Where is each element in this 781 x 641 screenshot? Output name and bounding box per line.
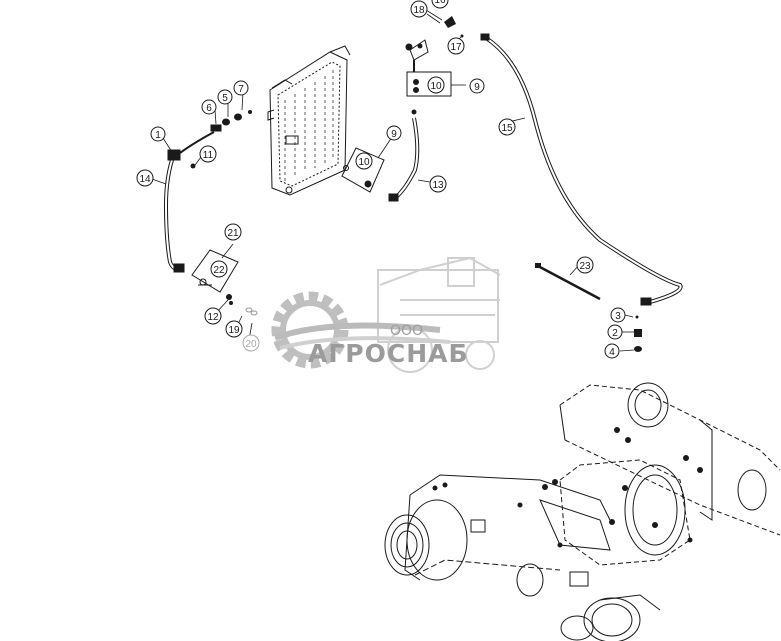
bracket-10-upper [406, 71, 452, 97]
callout-4: 4 [609, 347, 615, 358]
tie-strap-23 [535, 263, 601, 301]
callout-6: 6 [206, 103, 212, 114]
callout-circle [150, 126, 166, 142]
bracket-21 [191, 249, 239, 293]
callout-14: 14 [139, 174, 151, 185]
callout-10-upper: 10 [430, 81, 442, 92]
axle-assembly [384, 382, 781, 641]
callout-3: 3 [615, 311, 621, 322]
callout-12: 12 [207, 312, 219, 323]
callout-10-lower: 10 [358, 157, 370, 168]
watermark-prefix: ООО [390, 323, 423, 339]
callout-7: 7 [238, 84, 244, 95]
callouts: 1 2 3 4 5 6 7 9 9 10 10 11 12 [136, 0, 626, 359]
callout-1: 1 [155, 130, 161, 141]
callout-23: 23 [579, 261, 591, 272]
callout-15: 15 [501, 123, 513, 134]
callout-19: 19 [228, 325, 240, 336]
hose-13 [388, 39, 429, 202]
watermark-name: АГРОСНАБ [308, 339, 469, 368]
radiator [267, 45, 351, 196]
fittings-16-17-18 [444, 16, 464, 38]
callout-21: 21 [227, 228, 239, 239]
callout-5: 5 [222, 93, 228, 104]
fittings-2-3-4 [634, 315, 642, 352]
callout-9-upper: 9 [474, 82, 480, 93]
fittings-5-6-7 [210, 110, 252, 132]
callout-9-lower: 9 [391, 129, 397, 140]
callout-18: 18 [413, 5, 425, 16]
callout-20: 20 [245, 339, 257, 350]
callout-16: 16 [434, 0, 446, 6]
callout-13: 13 [432, 180, 444, 191]
callout-2: 2 [612, 328, 618, 339]
watermark-logo: ООО АГРОСНАБ [271, 256, 501, 373]
leader-lines [151, 9, 635, 352]
hose-14 [163, 131, 215, 273]
callout-17: 17 [450, 42, 462, 53]
callout-22: 22 [213, 265, 225, 276]
fittings-12-19-20 [226, 294, 258, 316]
callout-11: 11 [203, 150, 214, 161]
bracket-10-lower [341, 147, 385, 193]
fitting-11 [190, 163, 196, 169]
hose-15 [480, 33, 683, 306]
